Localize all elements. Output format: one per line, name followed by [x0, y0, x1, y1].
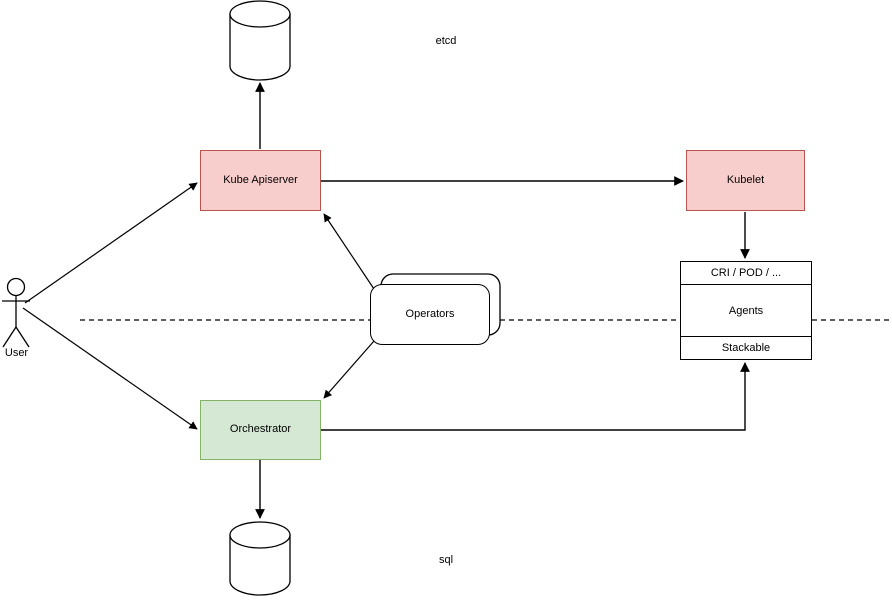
edge-user-to-kube-apiserver	[24, 182, 198, 304]
etcd-cylinder-shape	[229, 0, 291, 81]
node-kube-apiserver-label: Kube Apiserver	[223, 173, 298, 186]
node-orchestrator-label: Orchestrator	[229, 423, 292, 436]
sql-label: sql	[438, 554, 454, 566]
edge-user-to-orchestrator	[22, 307, 198, 430]
edge-orchestrator-to-agents	[321, 362, 750, 431]
node-agents-header: CRI / POD / ...	[710, 267, 782, 279]
node-kube-apiserver[interactable]: Kube Apiserver	[200, 150, 321, 211]
node-operators[interactable]: Operators	[370, 284, 490, 345]
node-agents[interactable]: CRI / POD / ... Agents Stackable	[680, 261, 812, 360]
user-label: User	[4, 347, 29, 359]
node-operators-label: Operators	[405, 307, 455, 320]
etcd-label: etcd	[435, 35, 457, 47]
node-agents-label: Agents	[681, 284, 811, 337]
node-kubelet-label: Kubelet	[726, 173, 765, 186]
node-orchestrator[interactable]: Orchestrator	[200, 400, 321, 460]
user-actor-figure	[2, 277, 30, 348]
edge-operators-to-orchestrator	[323, 340, 375, 399]
edge-operators-to-kube-apiserver	[323, 213, 375, 290]
node-kubelet[interactable]: Kubelet	[686, 150, 805, 211]
sql-cylinder-shape	[229, 521, 291, 596]
node-agents-footer: Stackable	[721, 342, 771, 354]
